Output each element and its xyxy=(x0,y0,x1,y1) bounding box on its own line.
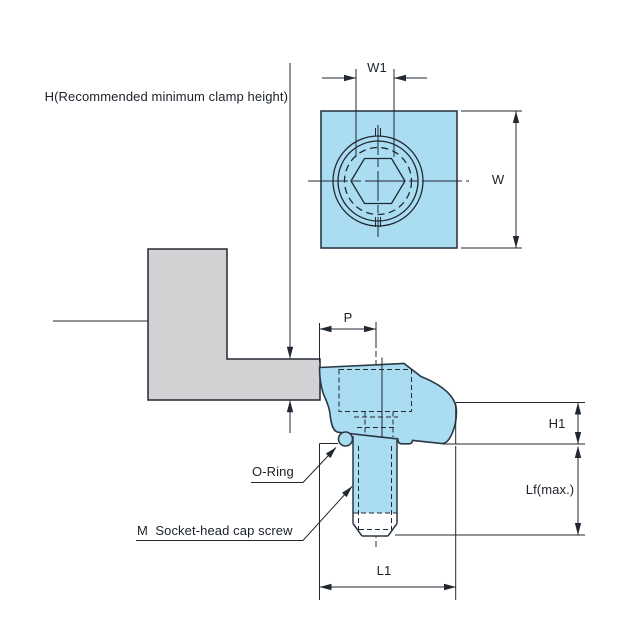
leader-o-ring xyxy=(251,447,337,483)
label-w1: W1 xyxy=(367,60,387,75)
label-w: W xyxy=(491,172,505,187)
clamp-height-note: H(Recommended minimum clamp height) xyxy=(44,89,288,104)
label-o-ring: O-Ring xyxy=(252,464,294,479)
o-ring xyxy=(337,431,354,447)
dim-w1 xyxy=(322,69,427,157)
screw-tip xyxy=(353,513,397,536)
label-p: P xyxy=(343,310,353,325)
side-view xyxy=(53,63,585,600)
cap-screw xyxy=(352,434,398,537)
label-l1: L1 xyxy=(376,563,392,578)
leader-cap-screw xyxy=(136,486,353,541)
screw-shank xyxy=(353,434,397,513)
thread-hidden-lines xyxy=(353,446,397,530)
dim-p xyxy=(319,323,376,362)
top-view xyxy=(308,69,522,249)
label-lf-max: Lf(max.) xyxy=(525,482,575,497)
dim-w xyxy=(461,110,522,249)
label-h1: H1 xyxy=(548,416,566,431)
fixture-surface-lines xyxy=(319,402,585,536)
fixture-step-block xyxy=(147,248,321,401)
clamp-body xyxy=(318,362,458,445)
clamp-top-view-body xyxy=(320,110,458,249)
clamp-hidden-detail xyxy=(338,357,412,438)
slot-tick-marks xyxy=(375,128,381,227)
label-cap-screw: M Socket-head cap screw xyxy=(137,523,293,538)
screw-outline xyxy=(352,436,398,537)
